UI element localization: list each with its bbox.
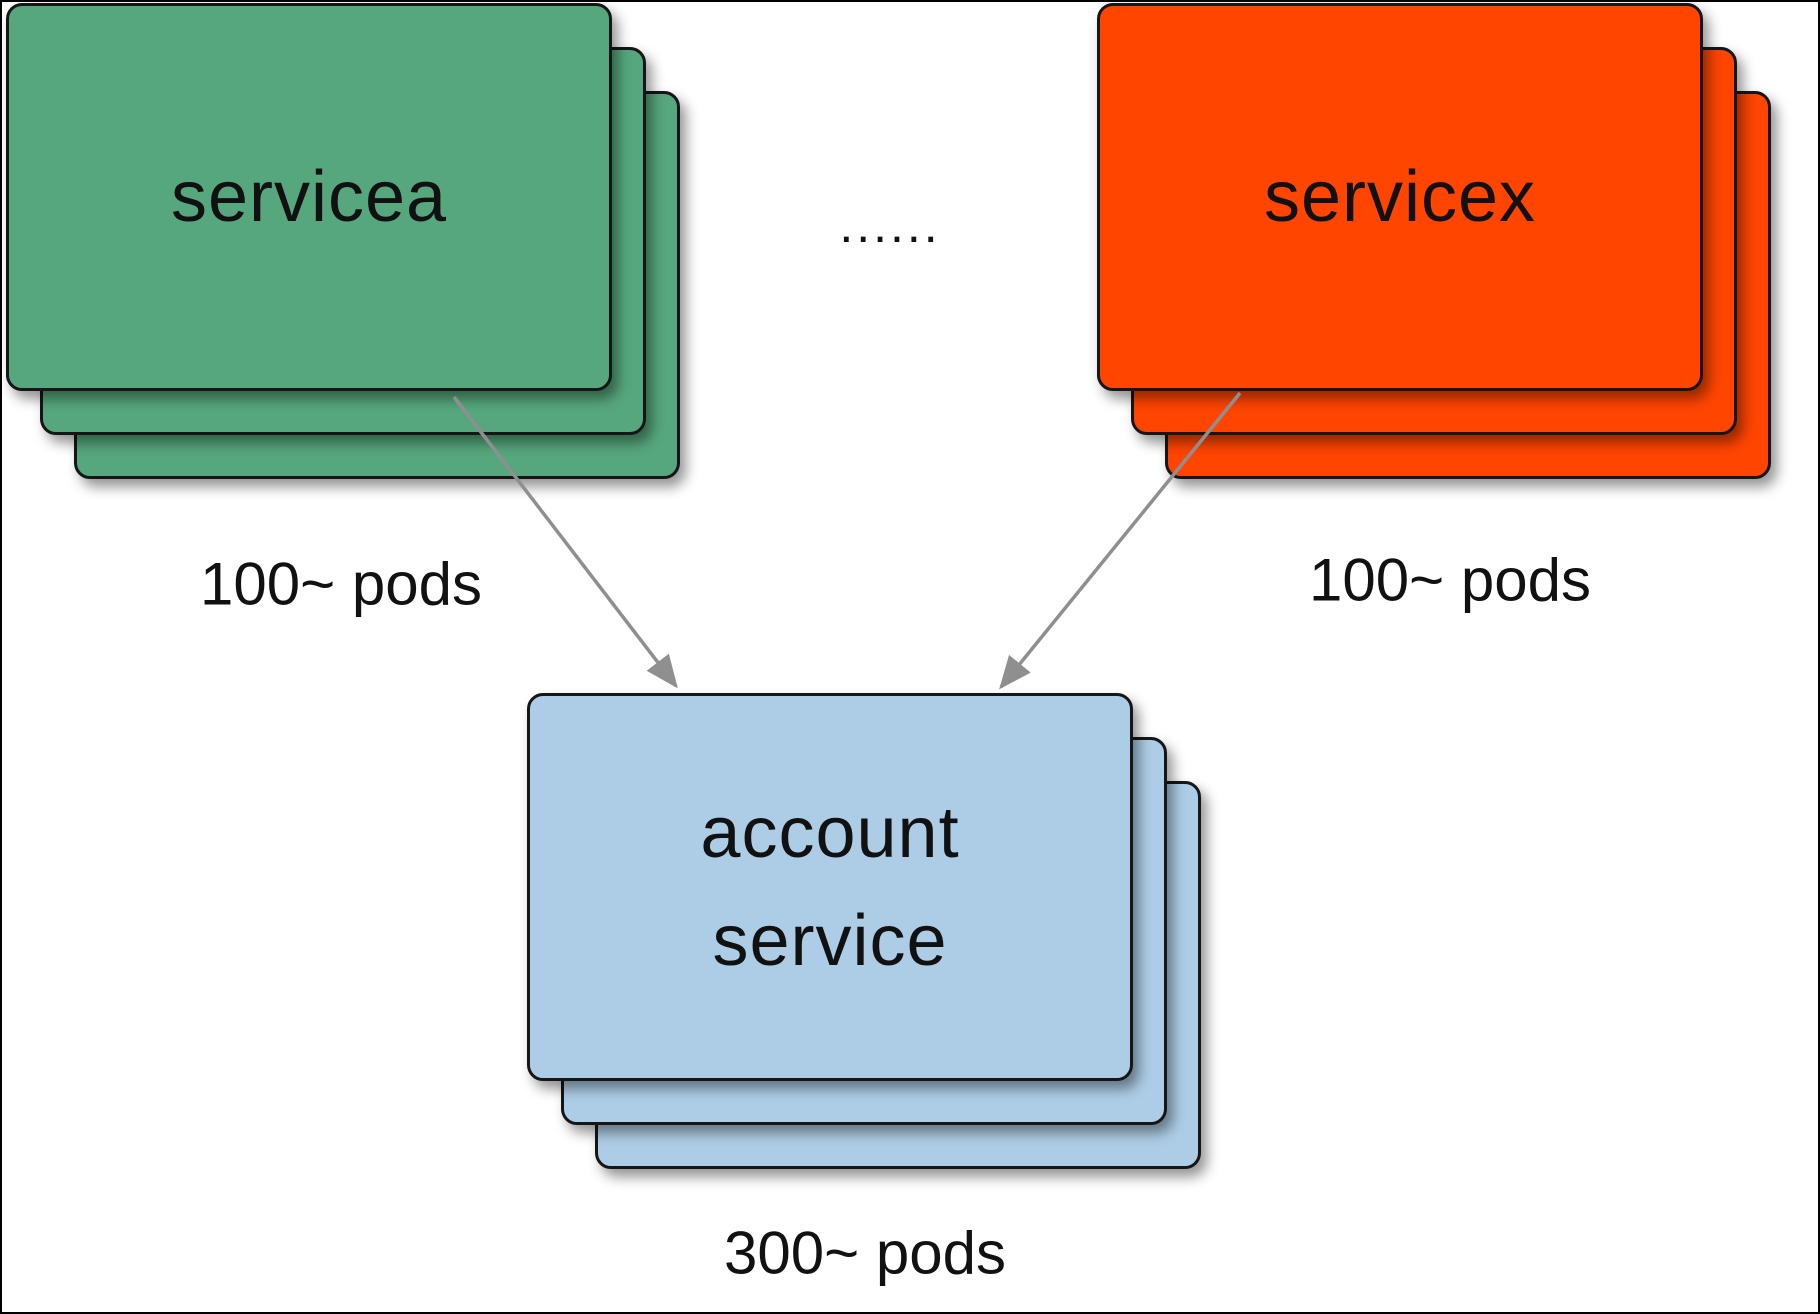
node-servicea: servicea [6,3,612,391]
servicex-pods-label: 100~ pods [1309,546,1591,614]
servicex-label: servicex [1263,157,1537,237]
node-servicex: servicex [1097,3,1703,391]
account-service-label-line1: account [700,793,960,873]
node-account-service: account service [527,693,1133,1081]
servicea-label: servicea [170,157,448,237]
ellipsis-dots: ...... [839,197,941,253]
account-service-label-line2: service [712,901,948,981]
servicea-pods-label: 100~ pods [200,550,482,618]
account-service-pods-label: 300~ pods [724,1219,1006,1287]
